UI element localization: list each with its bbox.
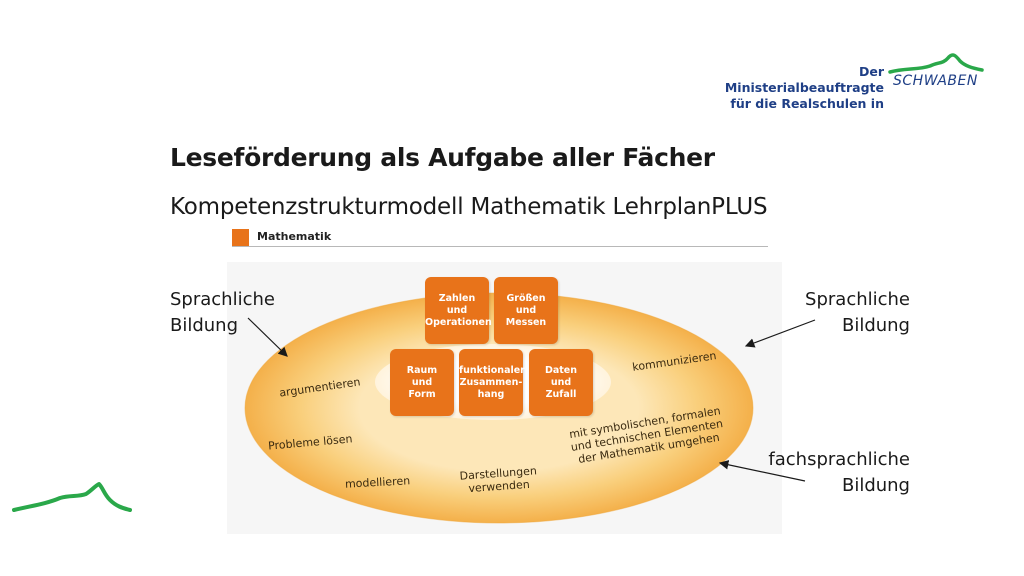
slide-subtitle: Kompetenzstrukturmodell Mathematik Lehrp…: [170, 194, 768, 220]
label-sprachliche-bildung-right: Sprachliche Bildung: [805, 287, 910, 339]
box-line: Raum: [406, 364, 438, 376]
box-line: und: [550, 376, 572, 388]
label-line: Bildung: [841, 315, 910, 336]
box-line: und: [446, 304, 468, 316]
arrow-right: [744, 319, 816, 348]
orange-square-icon: [232, 229, 249, 246]
box-groessen-messen: Größen und Messen: [494, 277, 558, 344]
label-line: Bildung: [841, 475, 910, 496]
box-line: Zufall: [545, 388, 577, 400]
label-fachsprachliche-bildung: fachsprachliche Bildung: [768, 447, 910, 499]
logo-text: Der Ministerialbeauftragte für die Reals…: [700, 64, 884, 112]
logo-line-1: Der Ministerialbeauftragte: [724, 64, 884, 95]
logo-line-2: für die Realschulen in: [730, 96, 884, 111]
label-line: fachsprachliche: [768, 449, 910, 470]
arrow-fach: [718, 460, 806, 482]
box-funktionaler-zusammenhang: funktionaler Zusammen- hang: [459, 349, 525, 416]
label-line: Sprachliche: [805, 289, 910, 310]
arrow-left: [247, 317, 288, 357]
label-line: Sprachliche: [170, 289, 275, 310]
logo-mountain-icon: [888, 53, 984, 74]
slide-title: Leseförderung als Aufgabe aller Fächer: [170, 143, 715, 172]
box-line: hang: [477, 388, 505, 400]
box-line: Zusammen-: [459, 376, 523, 388]
label-sprachliche-bildung-left: Sprachliche Bildung: [170, 287, 275, 339]
box-line: und: [515, 304, 537, 316]
box-raum-form: Raum und Form: [390, 349, 454, 416]
logo-word: SCHWABEN: [893, 73, 978, 89]
box-line: Zahlen: [438, 292, 476, 304]
box-line: Daten: [544, 364, 578, 376]
label-darstellungen-verwenden: Darstellungen verwenden: [459, 464, 538, 495]
math-header-label: Mathematik: [257, 230, 332, 243]
box-line: Größen: [506, 292, 546, 304]
box-line: funktionaler: [459, 364, 525, 376]
box-line: Messen: [505, 316, 547, 328]
box-daten-zufall: Daten und Zufall: [529, 349, 593, 416]
box-line: und: [411, 376, 433, 388]
math-header: Mathematik: [232, 229, 768, 247]
box-zahlen-operationen: Zahlen und Operationen: [425, 277, 492, 344]
box-line: Operationen: [425, 316, 492, 328]
label-line: Bildung: [170, 315, 239, 336]
mountain-decoration-icon: [12, 482, 132, 512]
box-line: Form: [408, 388, 436, 400]
